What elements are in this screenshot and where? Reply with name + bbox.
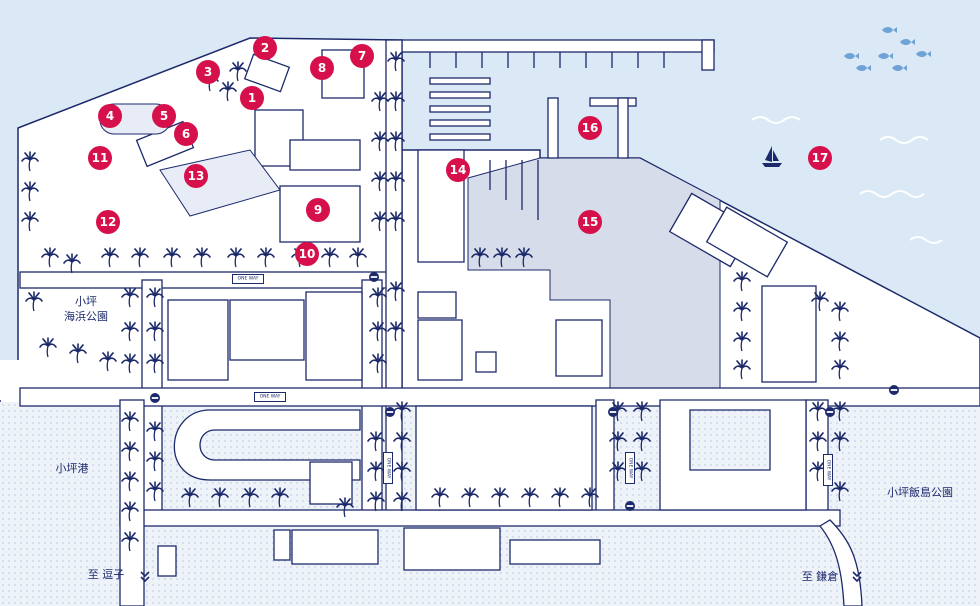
location-marker-7[interactable]: 7: [350, 44, 374, 68]
east-buildings: [157, 149, 817, 577]
sailboat-icon: [762, 146, 782, 167]
koajiro-park-label-1: 小坪: [75, 295, 97, 308]
to-zushi-label: 至 逗子: [88, 568, 125, 581]
location-marker-8[interactable]: 8: [310, 56, 334, 80]
location-marker-10[interactable]: 10: [295, 242, 319, 266]
marker-number: 7: [358, 49, 366, 63]
shore-stub: [0, 360, 22, 400]
one-way-label: ONE WAY: [260, 394, 281, 400]
location-marker-11[interactable]: 11: [88, 146, 112, 170]
location-marker-1[interactable]: 1: [240, 86, 264, 110]
marker-number: 16: [582, 121, 599, 135]
iijima-park-label: 小坪飯島公園: [887, 485, 953, 499]
one-way-sign-2: ONE WAY: [254, 392, 286, 402]
koajiro-park-label-2: 海浜公園: [64, 309, 108, 323]
one-way-sign-1: ONE WAY: [232, 274, 264, 284]
one-way-label: ONE WAY: [386, 458, 392, 479]
one-way-sign-3: ONE WAY: [383, 452, 393, 484]
marker-number: 11: [92, 151, 109, 165]
location-marker-12[interactable]: 12: [96, 210, 120, 234]
location-marker-5[interactable]: 5: [152, 104, 176, 128]
marker-number: 9: [314, 203, 322, 217]
location-marker-16[interactable]: 16: [578, 116, 602, 140]
location-marker-4[interactable]: 4: [98, 104, 122, 128]
koajiro-port-label: 小坪港: [56, 462, 89, 475]
marker-number: 15: [582, 215, 599, 229]
marker-number: 2: [261, 41, 269, 55]
one-way-label: ONE WAY: [238, 276, 259, 282]
building-south-1: [309, 461, 353, 505]
marker-number: 12: [100, 215, 117, 229]
one-way-label: ONE WAY: [826, 460, 832, 481]
chevron-down-icon: [140, 571, 862, 583]
marker-number: 10: [299, 247, 316, 261]
one-way-sign-5: ONE WAY: [823, 454, 833, 486]
location-marker-2[interactable]: 2: [253, 36, 277, 60]
west-buildings: [99, 49, 365, 381]
wave-lines: [751, 116, 943, 244]
location-marker-17[interactable]: 17: [808, 146, 832, 170]
marker-number: 17: [812, 151, 829, 165]
location-marker-6[interactable]: 6: [174, 122, 198, 146]
marker-number: 4: [106, 109, 114, 123]
one-way-sign-4: ONE WAY: [625, 452, 635, 484]
marker-number: 6: [182, 127, 190, 141]
marker-number: 3: [204, 65, 212, 79]
marker-number: 5: [160, 109, 168, 123]
location-marker-3[interactable]: 3: [196, 60, 220, 84]
marker-number: 1: [248, 91, 256, 105]
location-marker-13[interactable]: 13: [184, 164, 208, 188]
location-marker-14[interactable]: 14: [446, 158, 470, 182]
marker-number: 14: [450, 163, 467, 177]
location-marker-15[interactable]: 15: [578, 210, 602, 234]
marker-number: 13: [188, 169, 205, 183]
location-marker-9[interactable]: 9: [306, 198, 330, 222]
one-way-label: ONE WAY: [628, 458, 634, 479]
pier-stubs: [429, 52, 665, 220]
to-kamakura-label: 至 鎌倉: [802, 569, 839, 583]
marina-piers: [401, 39, 715, 159]
marker-number: 8: [318, 61, 326, 75]
